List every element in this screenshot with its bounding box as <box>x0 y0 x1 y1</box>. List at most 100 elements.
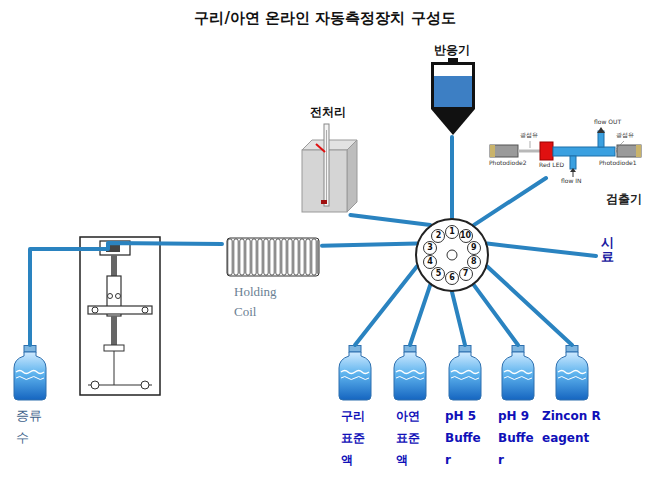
node-label: pH 9 Buffer <box>498 405 538 471</box>
screw <box>108 294 113 299</box>
reactor: 반응기 <box>424 42 480 137</box>
node-label: 증류수 <box>16 405 44 449</box>
bottle-space <box>496 345 540 405</box>
photodiode-end <box>490 145 495 157</box>
tube-tip <box>321 200 327 204</box>
detector-cell <box>490 127 641 177</box>
inlet-stub <box>570 156 576 169</box>
bottle-space <box>443 345 487 405</box>
port-number: 7 <box>459 267 473 281</box>
part-label: Photodiode1 <box>599 160 637 167</box>
flow-tube <box>553 147 615 156</box>
port-number: 8 <box>467 255 481 269</box>
flow-arrow <box>597 127 605 133</box>
tubing-line <box>452 292 465 345</box>
screw <box>92 307 98 313</box>
syringe-pump <box>80 237 160 395</box>
bottle-space <box>335 345 375 405</box>
screw <box>142 307 148 313</box>
bottle <box>339 346 371 401</box>
valve-hub <box>447 250 457 260</box>
sample-inlet: 시료 <box>596 236 618 276</box>
bottle <box>394 346 426 401</box>
bottle-space <box>390 345 430 405</box>
port-number: 10 <box>459 229 473 243</box>
node-label: 시료 <box>601 236 614 265</box>
pump-housing <box>80 237 160 395</box>
bottle-space <box>540 345 604 405</box>
node-label: Zincon Reagent <box>542 405 602 449</box>
node-label: 아연표준액 <box>396 405 424 471</box>
part-label: 광섬유 <box>616 132 634 139</box>
reactor-cap <box>448 58 458 62</box>
node-label: pH 5 Buffer <box>445 405 485 471</box>
drive-screw <box>114 351 115 385</box>
photodiode-end <box>636 145 641 157</box>
photodiode-box <box>617 145 641 157</box>
tubing-line <box>322 244 417 246</box>
screw <box>91 381 99 389</box>
reactor-body <box>431 62 475 135</box>
screw <box>141 381 149 389</box>
tubing-line <box>350 215 430 225</box>
port-number: 6 <box>445 271 459 285</box>
bottle <box>14 346 46 401</box>
optical-fiber <box>518 150 540 153</box>
part-label: Photodiode2 <box>489 160 527 167</box>
red-led <box>540 142 553 160</box>
port-number: 5 <box>431 267 445 281</box>
reactor-vessel <box>431 58 475 135</box>
pump-rod <box>111 255 117 276</box>
outlet-stub <box>598 131 604 147</box>
diagram-title: 구리/아연 온라인 자동측정장치 구성도 <box>0 9 650 28</box>
port-number: 1 <box>445 225 459 239</box>
node-label: 반응기 <box>424 42 480 59</box>
bottle <box>449 346 481 401</box>
holding-coil <box>227 238 319 276</box>
leader-line <box>616 141 624 149</box>
valve-face <box>415 218 489 292</box>
part-label: 광섬유 <box>520 132 538 139</box>
reactor-liquid <box>434 76 472 107</box>
reactor-headspace <box>434 65 472 76</box>
detector: 검출기 <box>486 118 644 178</box>
tubing-line <box>474 178 546 225</box>
screw <box>116 294 121 299</box>
bottle <box>556 346 588 401</box>
tubing-line <box>487 266 572 345</box>
node-label: 구리표준액 <box>341 405 369 471</box>
coil-windings <box>227 238 319 276</box>
bottle <box>502 346 534 401</box>
node-label: 검출기 <box>606 191 642 208</box>
water-bottle: 증류수 <box>8 345 52 449</box>
reagent-bottle: 구리표준액 <box>335 345 375 471</box>
flow-arrow <box>570 168 576 172</box>
plunger-block <box>104 345 124 351</box>
port-number: 9 <box>467 241 481 255</box>
pretreatment: 전처리 <box>296 104 360 215</box>
tube <box>324 124 329 206</box>
tubing-line <box>410 285 430 345</box>
tubing-line <box>487 244 596 256</box>
part-label: Red LED <box>539 162 564 169</box>
pretreatment-unit <box>302 124 357 212</box>
clamp-bar <box>88 306 152 314</box>
tube-core <box>326 130 327 204</box>
reagent-bottle: 아연표준액 <box>390 345 430 471</box>
box-side <box>347 140 357 212</box>
photodiode-box <box>490 145 518 157</box>
holding-coil: Holding Coil <box>222 235 322 324</box>
node-label: Holding Coil <box>234 282 294 322</box>
port-number: 3 <box>423 241 437 255</box>
bottle-space <box>8 345 52 405</box>
tubing-line <box>474 285 518 345</box>
reagent-bottle: pH 9 Buffer <box>496 345 540 471</box>
part-label: flow IN <box>561 178 582 185</box>
reagent-bottle: pH 5 Buffer <box>443 345 487 471</box>
selection-valve: 12345678910 <box>415 218 489 292</box>
heater-wire <box>316 144 325 152</box>
reagent-bottle: Zincon Reagent <box>540 345 604 449</box>
tubing-line <box>450 137 454 218</box>
